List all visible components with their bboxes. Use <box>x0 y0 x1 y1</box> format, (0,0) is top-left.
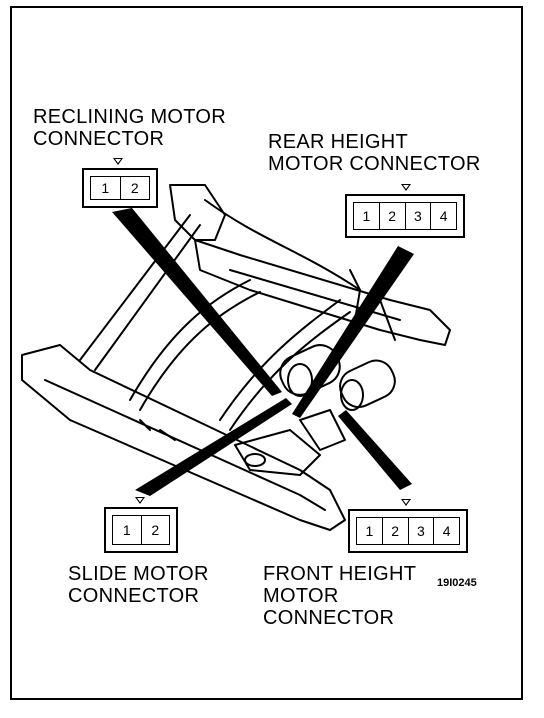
front-height-label-line-3: CONNECTOR <box>263 607 395 629</box>
rear-height-motor-connector: 1 2 3 4 <box>345 194 465 238</box>
slide-label-line-1: SLIDE MOTOR <box>68 563 209 585</box>
rear-height-connector-latch-icon <box>401 184 411 191</box>
front-height-motor-connector-label: FRONT HEIGHT MOTOR CONNECTOR <box>263 563 416 629</box>
slide-motor-connector-label: SLIDE MOTOR CONNECTOR <box>68 563 209 607</box>
figure-code: 19I0245 <box>437 577 477 589</box>
connector-pin: 2 <box>130 180 139 196</box>
reclining-label-line-1: RECLINING MOTOR <box>33 106 227 128</box>
rear-height-motor-connector-label: REAR HEIGHT MOTOR CONNECTOR <box>268 131 481 175</box>
front-height-connector-latch-icon <box>401 499 411 506</box>
reclining-label-line-2: CONNECTOR <box>33 128 165 150</box>
reclining-connector-latch-icon <box>113 158 123 165</box>
connector-pin: 3 <box>406 203 432 229</box>
reclining-motor-connector: 1 2 <box>82 168 158 208</box>
connector-pin: 2 <box>151 522 160 538</box>
front-height-label-line-1: FRONT HEIGHT <box>263 563 417 585</box>
right-rail <box>194 239 451 346</box>
diagram-frame <box>10 6 523 700</box>
slide-label-line-2: CONNECTOR <box>68 585 200 607</box>
rear-frame-tube <box>169 184 226 241</box>
left-rail <box>21 344 346 531</box>
connector-pin: 2 <box>383 518 409 544</box>
motor-right <box>339 359 396 409</box>
front-height-label-line-2: MOTOR <box>263 585 339 607</box>
connector-pin: 1 <box>357 518 383 544</box>
cross-bar <box>129 279 251 401</box>
slide-connector-latch-icon <box>135 497 145 504</box>
slide-motor-connector: 1 2 <box>104 507 178 553</box>
connector-pin: 3 <box>409 518 435 544</box>
reclining-motor-connector-label: RECLINING MOTOR CONNECTOR <box>33 106 226 150</box>
reclining-leader <box>112 208 282 396</box>
connector-pin: 4 <box>442 523 451 539</box>
front-height-leader <box>338 410 412 490</box>
connector-pin: 4 <box>439 208 448 224</box>
rear-height-leader <box>292 246 414 418</box>
connector-pin: 1 <box>354 203 380 229</box>
connector-pin: 2 <box>380 203 406 229</box>
connector-pin: 1 <box>113 516 142 544</box>
front-height-motor-connector: 1 2 3 4 <box>348 509 468 553</box>
rear-height-label-line-1: REAR HEIGHT <box>268 131 408 153</box>
connector-pin: 1 <box>91 177 121 199</box>
rear-height-label-line-2: MOTOR CONNECTOR <box>268 153 481 175</box>
slide-leader <box>135 398 292 496</box>
